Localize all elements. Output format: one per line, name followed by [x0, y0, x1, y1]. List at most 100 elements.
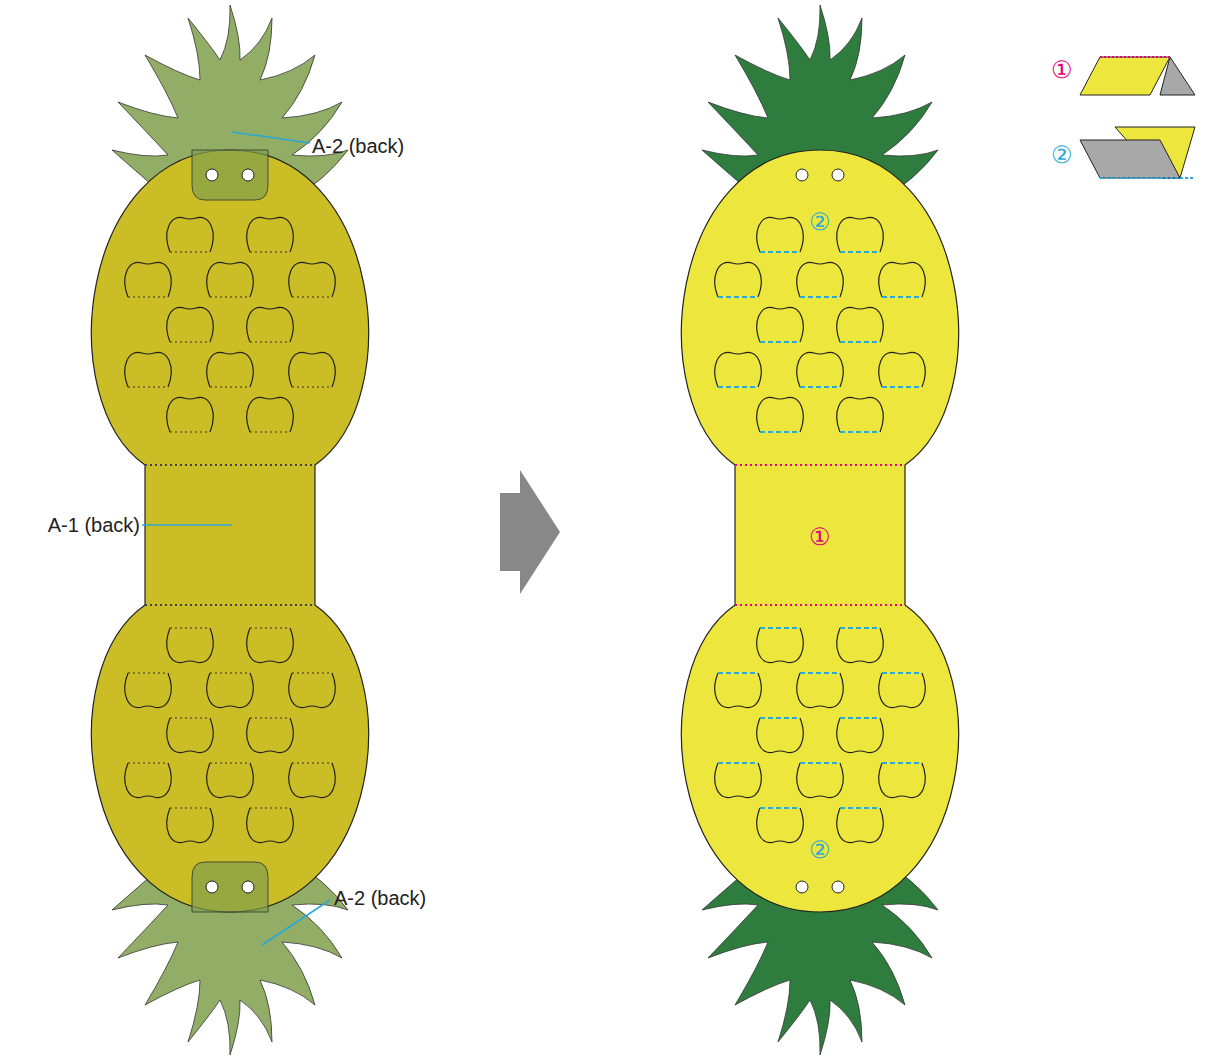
cut-line — [757, 307, 803, 342]
hole — [242, 169, 254, 181]
fold-line — [292, 386, 332, 387]
cut-line — [289, 673, 335, 708]
cut-line — [167, 397, 213, 432]
fold-line — [760, 627, 800, 629]
leaves-bottom — [112, 860, 348, 1055]
hole — [206, 169, 218, 181]
fold-line — [170, 251, 210, 252]
cut-line — [125, 352, 171, 387]
fold-line — [760, 431, 800, 433]
fold-line — [840, 341, 880, 343]
cut-line — [207, 352, 253, 387]
tab-a2 — [192, 862, 268, 912]
callout-number: ② — [809, 209, 831, 235]
fold-line — [882, 672, 922, 674]
hole — [206, 881, 218, 893]
cut-line — [797, 352, 843, 387]
cut-line — [715, 352, 761, 387]
callout-number: ① — [809, 524, 831, 550]
fold-line — [735, 464, 905, 466]
cut-line — [167, 307, 213, 342]
fold-line — [128, 672, 168, 673]
fold-line — [800, 386, 840, 388]
fold-line — [800, 296, 840, 298]
fold-line — [250, 431, 290, 432]
fold-line — [128, 386, 168, 387]
cut-line — [837, 628, 883, 663]
fold-line — [718, 386, 758, 388]
cut-line — [879, 262, 925, 297]
cut-line — [715, 673, 761, 708]
cut-line — [757, 628, 803, 663]
fold-line — [840, 807, 880, 809]
fold-line — [735, 604, 905, 606]
leader-line — [142, 524, 232, 526]
cut-line — [837, 217, 883, 252]
fold-line — [718, 296, 758, 298]
fold-line — [128, 762, 168, 763]
pineapple-body — [681, 150, 958, 912]
fold-line — [170, 431, 210, 432]
cut-line — [247, 397, 293, 432]
fold-line — [145, 604, 315, 606]
fold-line — [170, 341, 210, 342]
cut-line — [167, 217, 213, 252]
fold-line — [145, 464, 315, 466]
arrow — [500, 470, 560, 594]
cut-line — [837, 397, 883, 432]
cut-line — [715, 763, 761, 798]
fold-line — [840, 431, 880, 433]
cut-line — [125, 262, 171, 297]
part-name: A-1 (back) — [48, 514, 140, 536]
tab-a2 — [192, 150, 268, 200]
cut-line — [125, 763, 171, 798]
fold-line — [210, 386, 250, 387]
fold-line — [128, 296, 168, 297]
cut-line — [715, 262, 761, 297]
fold-line — [760, 341, 800, 343]
cut-line — [289, 262, 335, 297]
part-name: A-2 (back) — [312, 135, 404, 157]
cut-line — [247, 217, 293, 252]
fold-line — [210, 672, 250, 673]
fold-line — [250, 627, 290, 628]
fold-icon-mountain — [1080, 57, 1195, 95]
cut-line — [797, 763, 843, 798]
cut-line — [757, 397, 803, 432]
cut-line — [167, 628, 213, 663]
fold-line — [840, 717, 880, 719]
hole — [242, 881, 254, 893]
cut-line — [879, 763, 925, 798]
cut-line — [797, 262, 843, 297]
cut-line — [247, 808, 293, 843]
fold-line — [292, 762, 332, 763]
hole — [796, 881, 808, 893]
fold-line — [760, 807, 800, 809]
fold-line — [250, 717, 290, 718]
fold-line — [250, 341, 290, 342]
callout-number: ② — [809, 837, 831, 863]
fold-line — [210, 762, 250, 763]
hole — [796, 169, 808, 181]
leader-line — [232, 132, 310, 143]
fold-line — [760, 251, 800, 253]
legend-number: ② — [1051, 142, 1073, 168]
leaves — [112, 860, 348, 1055]
cut-line — [757, 718, 803, 753]
cut-line — [837, 808, 883, 843]
fold-line — [170, 807, 210, 808]
leaves — [112, 5, 348, 200]
cut-line — [797, 673, 843, 708]
hole — [832, 881, 844, 893]
cut-line — [757, 217, 803, 252]
fold-line — [292, 296, 332, 297]
fold-line — [800, 762, 840, 764]
cut-line — [247, 307, 293, 342]
cut-line — [837, 307, 883, 342]
fold-line — [800, 672, 840, 674]
legend-number: ① — [1051, 57, 1073, 83]
cut-line — [837, 718, 883, 753]
cut-line — [289, 763, 335, 798]
cut-line — [207, 763, 253, 798]
